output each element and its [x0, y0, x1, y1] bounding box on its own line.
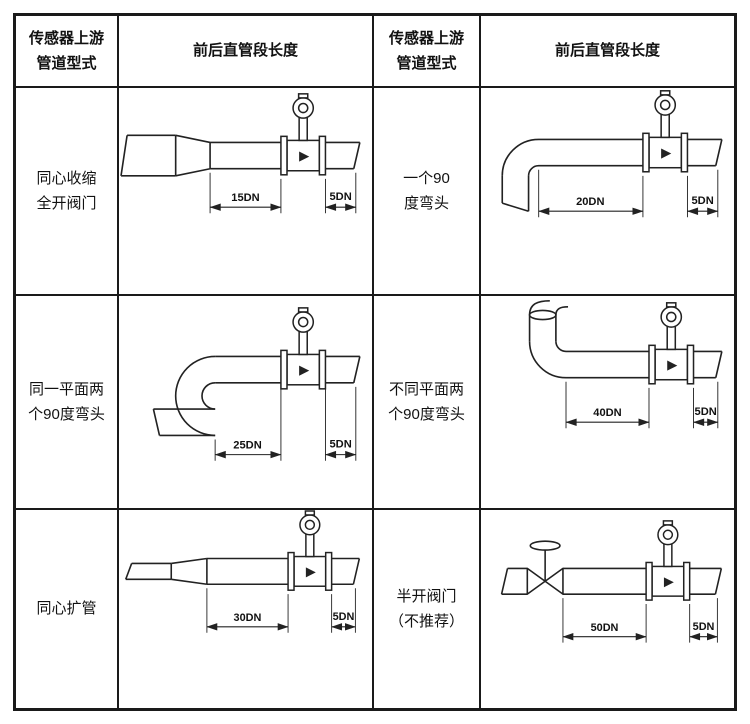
- dim-label-downstream: 5DN: [329, 439, 351, 451]
- pipe-type-label: 半开阀门 （不推荐）: [388, 587, 464, 631]
- installation-requirements-table: 传感器上游 管道型式 前后直管段长度 传感器上游 管道型式 前后直管段长度 同心…: [13, 13, 737, 711]
- pipe-outline: [124, 557, 361, 586]
- header-label: 传感器上游 管道型式: [388, 29, 464, 73]
- pipe-outline: [120, 134, 361, 177]
- dim-label-upstream: 20DN: [576, 196, 604, 208]
- dimension-downstream: 5DN: [689, 598, 718, 643]
- row-label-half-open-valve: 半开阀门 （不推荐）: [373, 509, 480, 709]
- header-straight-pipe-length-2: 前后直管段长度: [480, 15, 735, 87]
- flowmeter-icon: [287, 510, 333, 591]
- valve-handwheel-icon: [529, 540, 561, 551]
- pipe-type-label: 同心扩管: [36, 600, 97, 618]
- diagram-cell-single-elbow: 20DN 5DN: [480, 87, 735, 295]
- row-label-concentric-reducer: 同心收缩 全开阀门: [15, 87, 118, 295]
- dim-label-upstream: 25DN: [233, 440, 261, 452]
- dim-label-upstream: 50DN: [591, 622, 619, 634]
- diagram-cell-concentric-expander: 30DN 5DN: [118, 509, 373, 709]
- diagram-cell-two-elbows-same-plane: 25DN 5DN: [118, 295, 373, 509]
- pipe-type-label: 同心收缩 全开阀门: [36, 169, 97, 213]
- flowmeter-icon: [280, 307, 327, 390]
- diagram-cell-concentric-reducer: 15DN 5DN: [118, 87, 373, 295]
- header-upstream-pipe-type-2: 传感器上游 管道型式: [373, 15, 480, 87]
- pipe-type-label: 不同平面两 个90度弯头: [388, 380, 465, 424]
- dim-label-downstream: 5DN: [695, 406, 717, 418]
- dimension-upstream: 20DN: [538, 169, 644, 218]
- pipe-type-label: 同一平面两 个90度弯头: [28, 380, 105, 424]
- valve-body-right: [544, 567, 564, 595]
- single-elbow-diagram: 20DN 5DN: [501, 90, 723, 218]
- flowmeter-icon: [642, 90, 689, 173]
- flowmeter-icon: [280, 93, 327, 176]
- flowmeter-icon: [645, 520, 691, 601]
- pipe-outline: [500, 540, 723, 595]
- dimension-upstream: 50DN: [562, 598, 647, 643]
- diagram-cell-half-open-valve: 50DN 5DN: [480, 509, 735, 709]
- dimension-upstream: 40DN: [565, 381, 650, 429]
- header-upstream-pipe-type-1: 传感器上游 管道型式: [15, 15, 118, 87]
- dimension-downstream: 5DN: [324, 172, 357, 214]
- dimension-downstream: 5DN: [686, 169, 719, 218]
- row-label-single-elbow: 一个90 度弯头: [373, 87, 480, 295]
- pipe-outline: [501, 138, 723, 213]
- row-label-two-elbows-same-plane: 同一平面两 个90度弯头: [15, 295, 118, 509]
- concentric-expander-diagram: 30DN 5DN: [124, 510, 361, 633]
- dimension-downstream: 5DN: [331, 588, 356, 633]
- valve-body-left: [526, 567, 546, 595]
- dim-label-downstream: 5DN: [693, 621, 715, 633]
- dim-label-downstream: 5DN: [691, 195, 713, 207]
- pipe-outline: [528, 299, 723, 379]
- pipe-type-label: 一个90 度弯头: [403, 169, 450, 213]
- dimension-upstream: 30DN: [206, 588, 289, 633]
- two-elbows-same-plane-diagram: 25DN 5DN: [152, 307, 361, 461]
- header-label: 前后直管段长度: [192, 42, 298, 60]
- dimension-upstream: 25DN: [214, 388, 282, 461]
- dim-label-downstream: 5DN: [333, 611, 355, 623]
- dimension-downstream: 5DN: [693, 381, 719, 429]
- dimension-downstream: 5DN: [324, 386, 357, 461]
- dim-label-upstream: 30DN: [234, 612, 262, 624]
- header-label: 传感器上游 管道型式: [28, 29, 104, 73]
- dim-label-upstream: 40DN: [593, 407, 621, 419]
- half-open-valve-diagram: 50DN 5DN: [500, 520, 723, 643]
- concentric-reducer-diagram: 15DN 5DN: [120, 93, 361, 214]
- dimension-upstream: 15DN: [209, 172, 282, 214]
- flowmeter-icon: [648, 302, 695, 385]
- header-straight-pipe-length-1: 前后直管段长度: [118, 15, 373, 87]
- row-label-concentric-expander: 同心扩管: [15, 509, 118, 709]
- diagram-cell-two-elbows-different-planes: 40DN 5DN: [480, 295, 735, 509]
- row-label-two-elbows-different-planes: 不同平面两 个90度弯头: [373, 295, 480, 509]
- dim-label-downstream: 5DN: [329, 191, 351, 203]
- pipe-outline: [152, 355, 361, 437]
- two-elbows-different-planes-diagram: 40DN 5DN: [528, 299, 723, 429]
- dim-label-upstream: 15DN: [231, 192, 259, 204]
- header-label: 前后直管段长度: [554, 42, 660, 60]
